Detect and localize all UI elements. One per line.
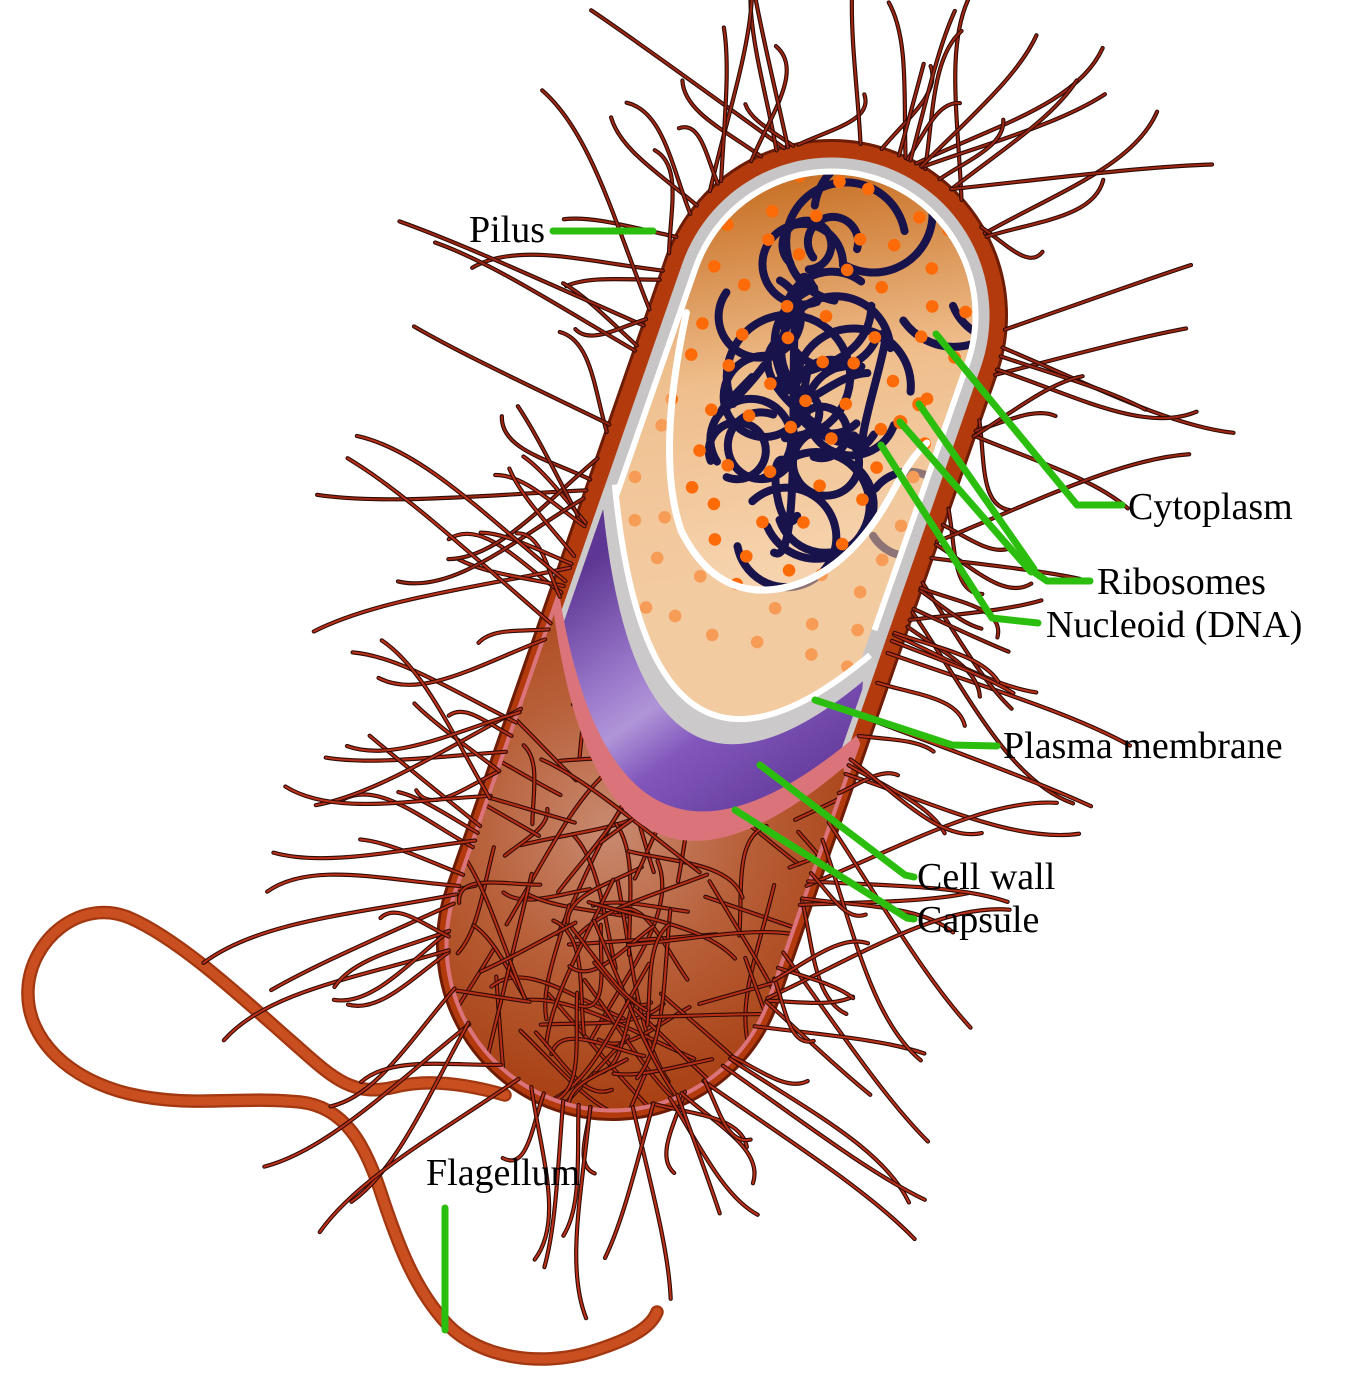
ribosomes-leader-line [1027, 566, 1094, 585]
ribosomes-leader-line-a [915, 400, 1038, 573]
label-nucleoid: Nucleoid (DNA) [1046, 604, 1303, 646]
cytoplasm-leader-line [932, 330, 1126, 509]
nucleoid-tangle [704, 150, 1012, 592]
capsule-leader-line [731, 806, 918, 923]
label-capsule: Capsule [917, 899, 1040, 941]
flagellum [21, 906, 664, 1366]
pili [201, 0, 1236, 1321]
leader-lines [441, 227, 1126, 1334]
label-cytoplasm: Cytoplasm [1128, 486, 1293, 528]
ribosomes-leader-line-b [896, 418, 1035, 576]
label-plasma-membrane: Plasma membrane [1003, 725, 1283, 767]
nucleoid-leader-line [877, 441, 1042, 627]
membrane-white-ring [609, 168, 979, 632]
label-flagellum: Flagellum [426, 1152, 581, 1194]
cell-wall-leader-line [756, 761, 918, 881]
membrane-band-white-edge [611, 484, 872, 723]
label-pilus: Pilus [468, 209, 545, 251]
plasma-membrane-leader-line [811, 696, 1001, 750]
label-cell-wall: Cell wall [917, 856, 1056, 898]
label-ribosomes: Ribosomes [1097, 561, 1266, 603]
bacterium-cell [201, 0, 1236, 1321]
inner-membrane-arc [665, 309, 931, 594]
